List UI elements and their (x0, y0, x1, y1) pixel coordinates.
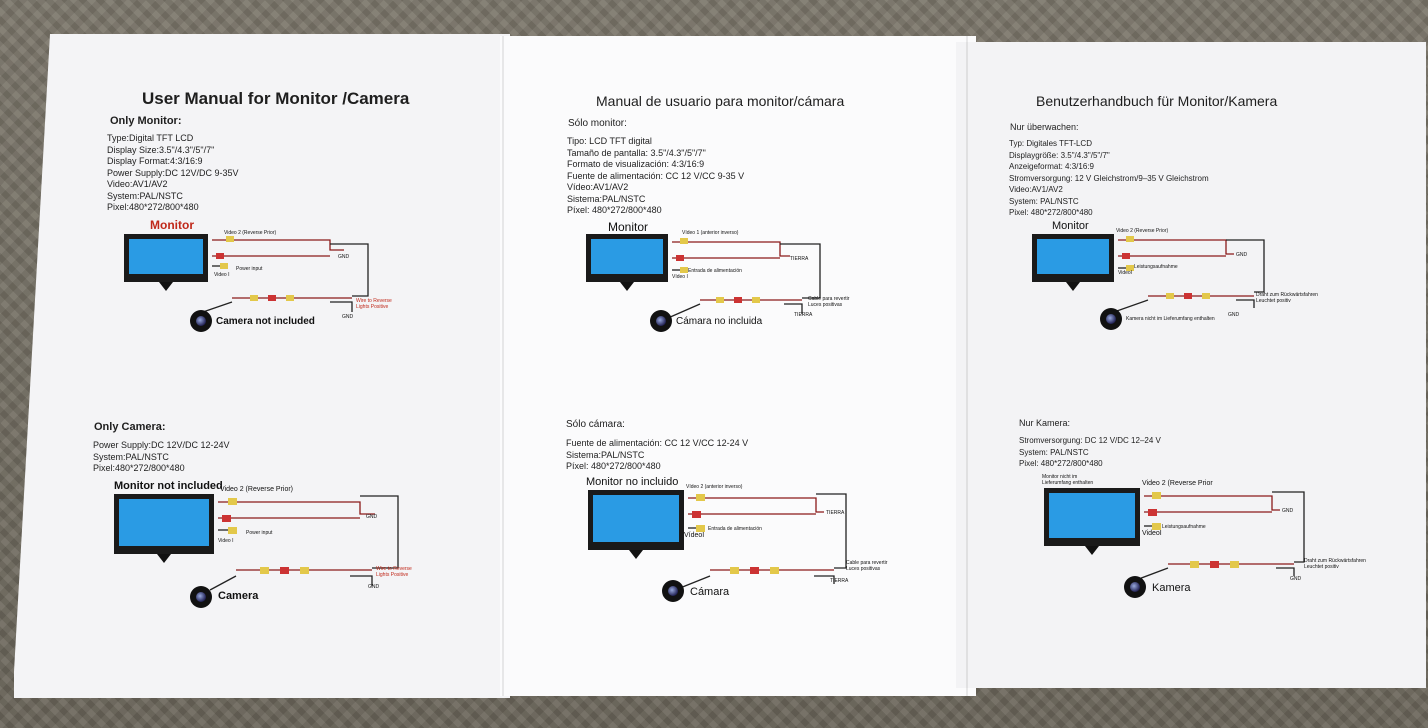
video2-label: Video 2 (Reverse Prior (1142, 480, 1213, 487)
gnd-label-2: GND (1228, 312, 1240, 318)
gnd-label: GND (366, 514, 378, 520)
camera-icon (190, 586, 212, 608)
gnd-label-2: GND (368, 584, 380, 590)
manual-panel-english (14, 34, 510, 698)
camera-label: Kamera (1152, 582, 1191, 594)
camera-label: Cámara (690, 586, 730, 598)
wiring-diagram-camera-de: Monitor nicht im Lieferumfang enthalten … (1040, 472, 1380, 602)
gnd-label: GND (1236, 252, 1248, 258)
wiring-lines (679, 493, 847, 589)
video2-label: Video 2 (Reverse Prior) (224, 230, 277, 236)
video2-label: Video 2 (Reverse Prior) (220, 486, 294, 493)
monitor-label: Monitor nicht im Lieferumfang enthalten (1042, 474, 1094, 486)
manual-panel-german (956, 42, 1426, 688)
video2-label: Vídeo 1 (anterior inverso) (682, 230, 739, 236)
monitor-screen (1044, 488, 1140, 555)
fold-line-left (502, 36, 504, 696)
reverse-wire-label: Wire to Reverse Lights Positive (356, 298, 392, 310)
only-monitor-heading-es: Sólo monitor: (568, 118, 627, 129)
wiring-diagram-monitor-de: Monitor Video 2 (Reverse Prior) GND Leis… (1030, 220, 1330, 335)
only-camera-heading-de: Nur Kamera: (1019, 418, 1071, 428)
monitor-screen (1032, 234, 1114, 291)
camera-icon (650, 310, 672, 332)
only-camera-heading-en: Only Camera: (94, 421, 166, 433)
monitor-label: Monitor no incluido (586, 476, 679, 488)
wiring-lines (1135, 491, 1305, 581)
video1-label: Video I (218, 538, 234, 544)
gnd-label-2: TIERRA (794, 312, 813, 318)
reverse-wire-label: Cable para revertir Luces positivas (808, 296, 850, 308)
wiring-diagram-monitor-es: Monitor Vídeo 1 (anterior inverso) TIERR… (584, 220, 864, 335)
reverse-wire-label: Cable para revertir Luces positivas (846, 560, 888, 572)
power-input-label: Leistungsaufnahme (1134, 264, 1178, 270)
manual-title-de: Benutzerhandbuch für Monitor/Kamera (1036, 93, 1278, 109)
only-camera-heading-es: Sólo cámara: (566, 419, 625, 430)
video1-label: VídeoI (684, 532, 705, 539)
wiring-diagram-camera-en: Monitor not included Video 2 (Reverse Pr… (110, 480, 440, 610)
monitor-label: Monitor not included (114, 480, 223, 492)
camera-specs-es: Fuente de alimentación: CC 12 V/CC 12-24… (566, 438, 749, 471)
power-input-label: Entrada de alimentación (708, 526, 762, 532)
camera-icon (1124, 576, 1146, 598)
video1-label: Video I (214, 272, 230, 278)
video1-label: Vídeo I (672, 274, 688, 280)
wiring-diagram-camera-es: Monitor no incluido Vídeo 2 (anterior in… (584, 476, 904, 606)
gnd-label: GND (338, 254, 350, 260)
manual-title-es: Manual de usuario para monitor/cámara (596, 93, 845, 109)
monitor-screen (588, 490, 684, 559)
wiring-lines (199, 236, 369, 314)
camera-label: Kamera nicht im Lieferumfang enthalten (1126, 316, 1215, 322)
gnd-label: TIERRA (790, 256, 809, 262)
power-input-label: Power input (246, 530, 273, 536)
monitor-screen (124, 234, 208, 291)
video1-label: VideoI (1118, 270, 1133, 276)
reverse-wire-label: Draht zum Rückwärtsfahren Leuchtet posit… (1304, 558, 1366, 570)
camera-icon (1100, 308, 1122, 330)
camera-label: Camera (218, 590, 259, 602)
gnd-label-2: TIERRA (830, 578, 849, 584)
wiring-diagram-monitor-en: Monitor Video 2 (Reverse Prior) GND Powe… (120, 218, 400, 333)
wiring-lines (1113, 236, 1265, 313)
power-input-label: Entrada de alimentación (688, 268, 742, 274)
monitor-screen (586, 234, 668, 291)
monitor-label: Monitor (1052, 220, 1089, 232)
only-monitor-heading-de: Nur überwachen: (1010, 122, 1079, 132)
reverse-wire-label: Wire to Reverse Lights Positive (376, 566, 412, 578)
power-input-label: Leistungsaufnahme (1162, 524, 1206, 530)
gnd-label: TIERRA (826, 510, 845, 516)
monitor-screen (114, 494, 214, 563)
manual-title-en: User Manual for Monitor /Camera (142, 89, 410, 108)
camera-icon (190, 310, 212, 332)
power-input-label: Power input (236, 266, 263, 272)
wiring-lines (209, 495, 399, 591)
gnd-label: GND (1282, 508, 1294, 514)
video1-label: VideoI (1142, 530, 1162, 537)
camera-label: Camera not included (216, 316, 315, 327)
reverse-wire-label: Draht zum Rückwärtsfahren Leuchtet posit… (1256, 292, 1318, 304)
monitor-label: Monitor (608, 220, 649, 234)
camera-label: Cámara no incluida (676, 316, 763, 327)
only-monitor-heading-en: Only Monitor: (110, 115, 182, 127)
wiring-lines (667, 238, 821, 319)
manual-panel-spanish (500, 36, 976, 696)
gnd-label-2: GND (1290, 576, 1302, 582)
video2-label: Vídeo 2 (anterior inverso) (686, 484, 743, 490)
camera-icon (662, 580, 684, 602)
video2-label: Video 2 (Reverse Prior) (1116, 228, 1169, 234)
monitor-label: Monitor (150, 218, 194, 232)
fold-line-right (966, 36, 968, 696)
gnd-label-2: GND (342, 314, 354, 320)
